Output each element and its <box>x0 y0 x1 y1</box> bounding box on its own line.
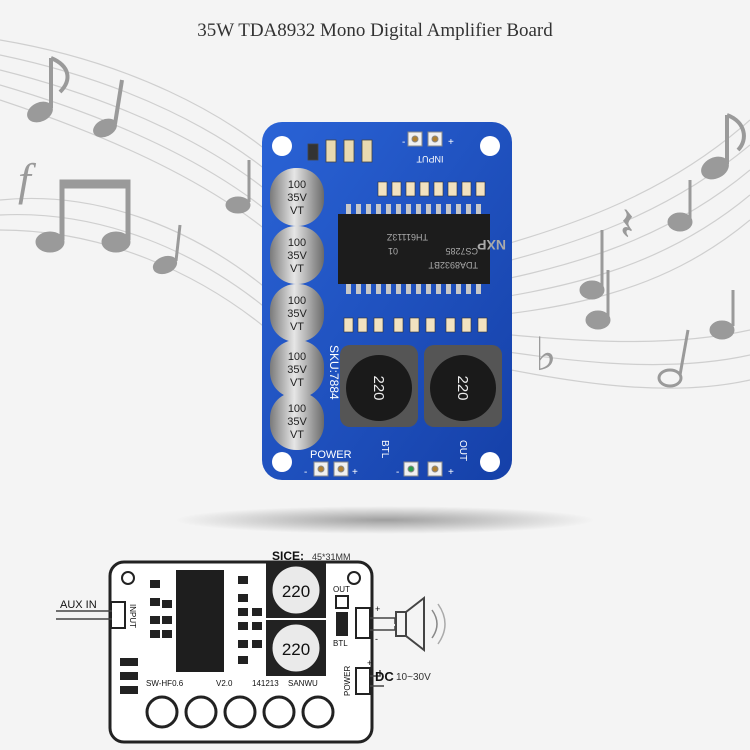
diagram-capacitors <box>145 695 335 729</box>
diagram-input-header: INPUT <box>110 601 137 629</box>
input-plus-label: + <box>448 137 454 148</box>
smd-row-2 <box>377 181 486 197</box>
inductor-2: 220 <box>424 345 502 427</box>
speaker-icon <box>395 595 446 653</box>
size-value: 45*31MM <box>312 552 351 562</box>
dc-range-label: 10~30V <box>396 672 431 683</box>
speaker-plus-label: + <box>375 604 380 614</box>
cap-value: 100 <box>288 403 306 415</box>
diagram-input-label: INPUT <box>128 604 137 628</box>
capacitor-2: 100 35V VT <box>270 226 324 284</box>
diagram-out-label: OUT <box>333 585 350 594</box>
note-right-4-icon <box>585 270 611 330</box>
note-right-6-icon <box>709 290 735 340</box>
beamed-notes-icon <box>35 179 131 253</box>
inductor-1: 220 <box>340 345 418 427</box>
cap-type: VT <box>290 205 304 217</box>
dc-label: DC <box>375 669 394 684</box>
chip-line-2: CS7285 <box>445 246 478 256</box>
size-label: SICE: <box>272 549 304 563</box>
cap-type: VT <box>290 429 304 441</box>
rest-icon: 𝄽 <box>620 197 634 251</box>
inductor-label: 220 <box>370 375 387 400</box>
quarter-note-icon <box>152 224 182 275</box>
cap-voltage: 35V <box>287 192 307 204</box>
chip-brand: NXP <box>477 237 506 253</box>
silk-2: V2.0 <box>216 679 233 688</box>
power-header <box>313 461 349 477</box>
chip-line-1: TDA8932BT <box>428 260 478 270</box>
input-label: INPUT <box>416 154 444 164</box>
power-plus-label: + <box>352 467 358 478</box>
diagram-output-header <box>355 607 371 639</box>
dc-plus-label: + <box>367 658 372 668</box>
power-minus-label: - <box>304 467 307 478</box>
diagram-inductor-label: 220 <box>282 582 310 601</box>
input-header <box>407 131 443 147</box>
cap-voltage: 35V <box>287 364 307 376</box>
sixteenth-note-icon <box>225 160 251 214</box>
cap-value: 100 <box>288 295 306 307</box>
cap-type: VT <box>290 263 304 275</box>
aux-in-label: AUX IN <box>60 599 97 611</box>
amplifier-chip: TDA8932BT CS7285 01 TH61113Z NXP <box>338 204 506 294</box>
cap-voltage: 35V <box>287 250 307 262</box>
note-right-5-icon <box>657 329 690 388</box>
diagram-power-label: POWER <box>343 666 352 696</box>
speaker-minus-label: - <box>375 634 378 644</box>
silk-3: 141213 <box>252 679 279 688</box>
out-minus-label: - <box>396 467 399 478</box>
amplifier-board: INPUT - + <box>262 122 512 480</box>
silk-1: SW-HF0.6 <box>146 679 184 688</box>
diagram-inductor-2: 220 <box>266 620 326 676</box>
eighth-note-icon <box>27 56 70 123</box>
capacitor-3: 100 35V VT <box>270 284 324 342</box>
btl-label: BTL <box>379 440 390 459</box>
note-right-3-icon <box>579 230 605 300</box>
cap-value: 100 <box>288 351 306 363</box>
capacitor-5: 100 35V VT <box>270 392 324 450</box>
out-label: OUT <box>457 440 468 461</box>
note-icon <box>93 79 124 138</box>
power-label: POWER <box>310 449 352 461</box>
diagram-btl-label: BTL <box>333 639 348 648</box>
input-minus-label: - <box>402 137 405 148</box>
wiring-diagram: SICE: 45*31MM 220 220 <box>56 549 446 744</box>
smd-row-3 <box>343 317 488 333</box>
flat-icon: ♭ <box>535 327 557 381</box>
inductor-label: 220 <box>454 375 471 400</box>
silk-4: SANWU <box>288 679 318 688</box>
cap-voltage: 35V <box>287 416 307 428</box>
board-shadow <box>175 506 595 534</box>
music-notes: f 𝄽 ♭ <box>18 56 746 388</box>
out-plus-label: + <box>448 467 454 478</box>
cap-voltage: 35V <box>287 308 307 320</box>
diagram-inductor-1: 220 <box>266 562 326 618</box>
note-right-2-icon <box>667 180 693 232</box>
diagram-inductor-label: 220 <box>282 640 310 659</box>
smd-components-top <box>307 139 373 163</box>
diagram-power-header: POWER <box>343 666 371 696</box>
cap-value: 100 <box>288 179 306 191</box>
diagram-chip <box>176 570 224 672</box>
forte-icon: f <box>18 154 37 205</box>
chip-line-4: TH61113Z <box>386 232 428 242</box>
page-title: 35W TDA8932 Mono Digital Amplifier Board <box>197 20 553 41</box>
output-header <box>403 461 443 477</box>
capacitor-4: 100 35V VT <box>270 340 324 398</box>
cap-value: 100 <box>288 237 306 249</box>
cap-type: VT <box>290 377 304 389</box>
cap-type: VT <box>290 321 304 333</box>
note-right-icon <box>701 113 746 180</box>
chip-line-3: 01 <box>388 246 398 256</box>
sku-label: SKU:7884 <box>327 345 341 400</box>
capacitor-1: 100 35V VT <box>270 168 324 226</box>
